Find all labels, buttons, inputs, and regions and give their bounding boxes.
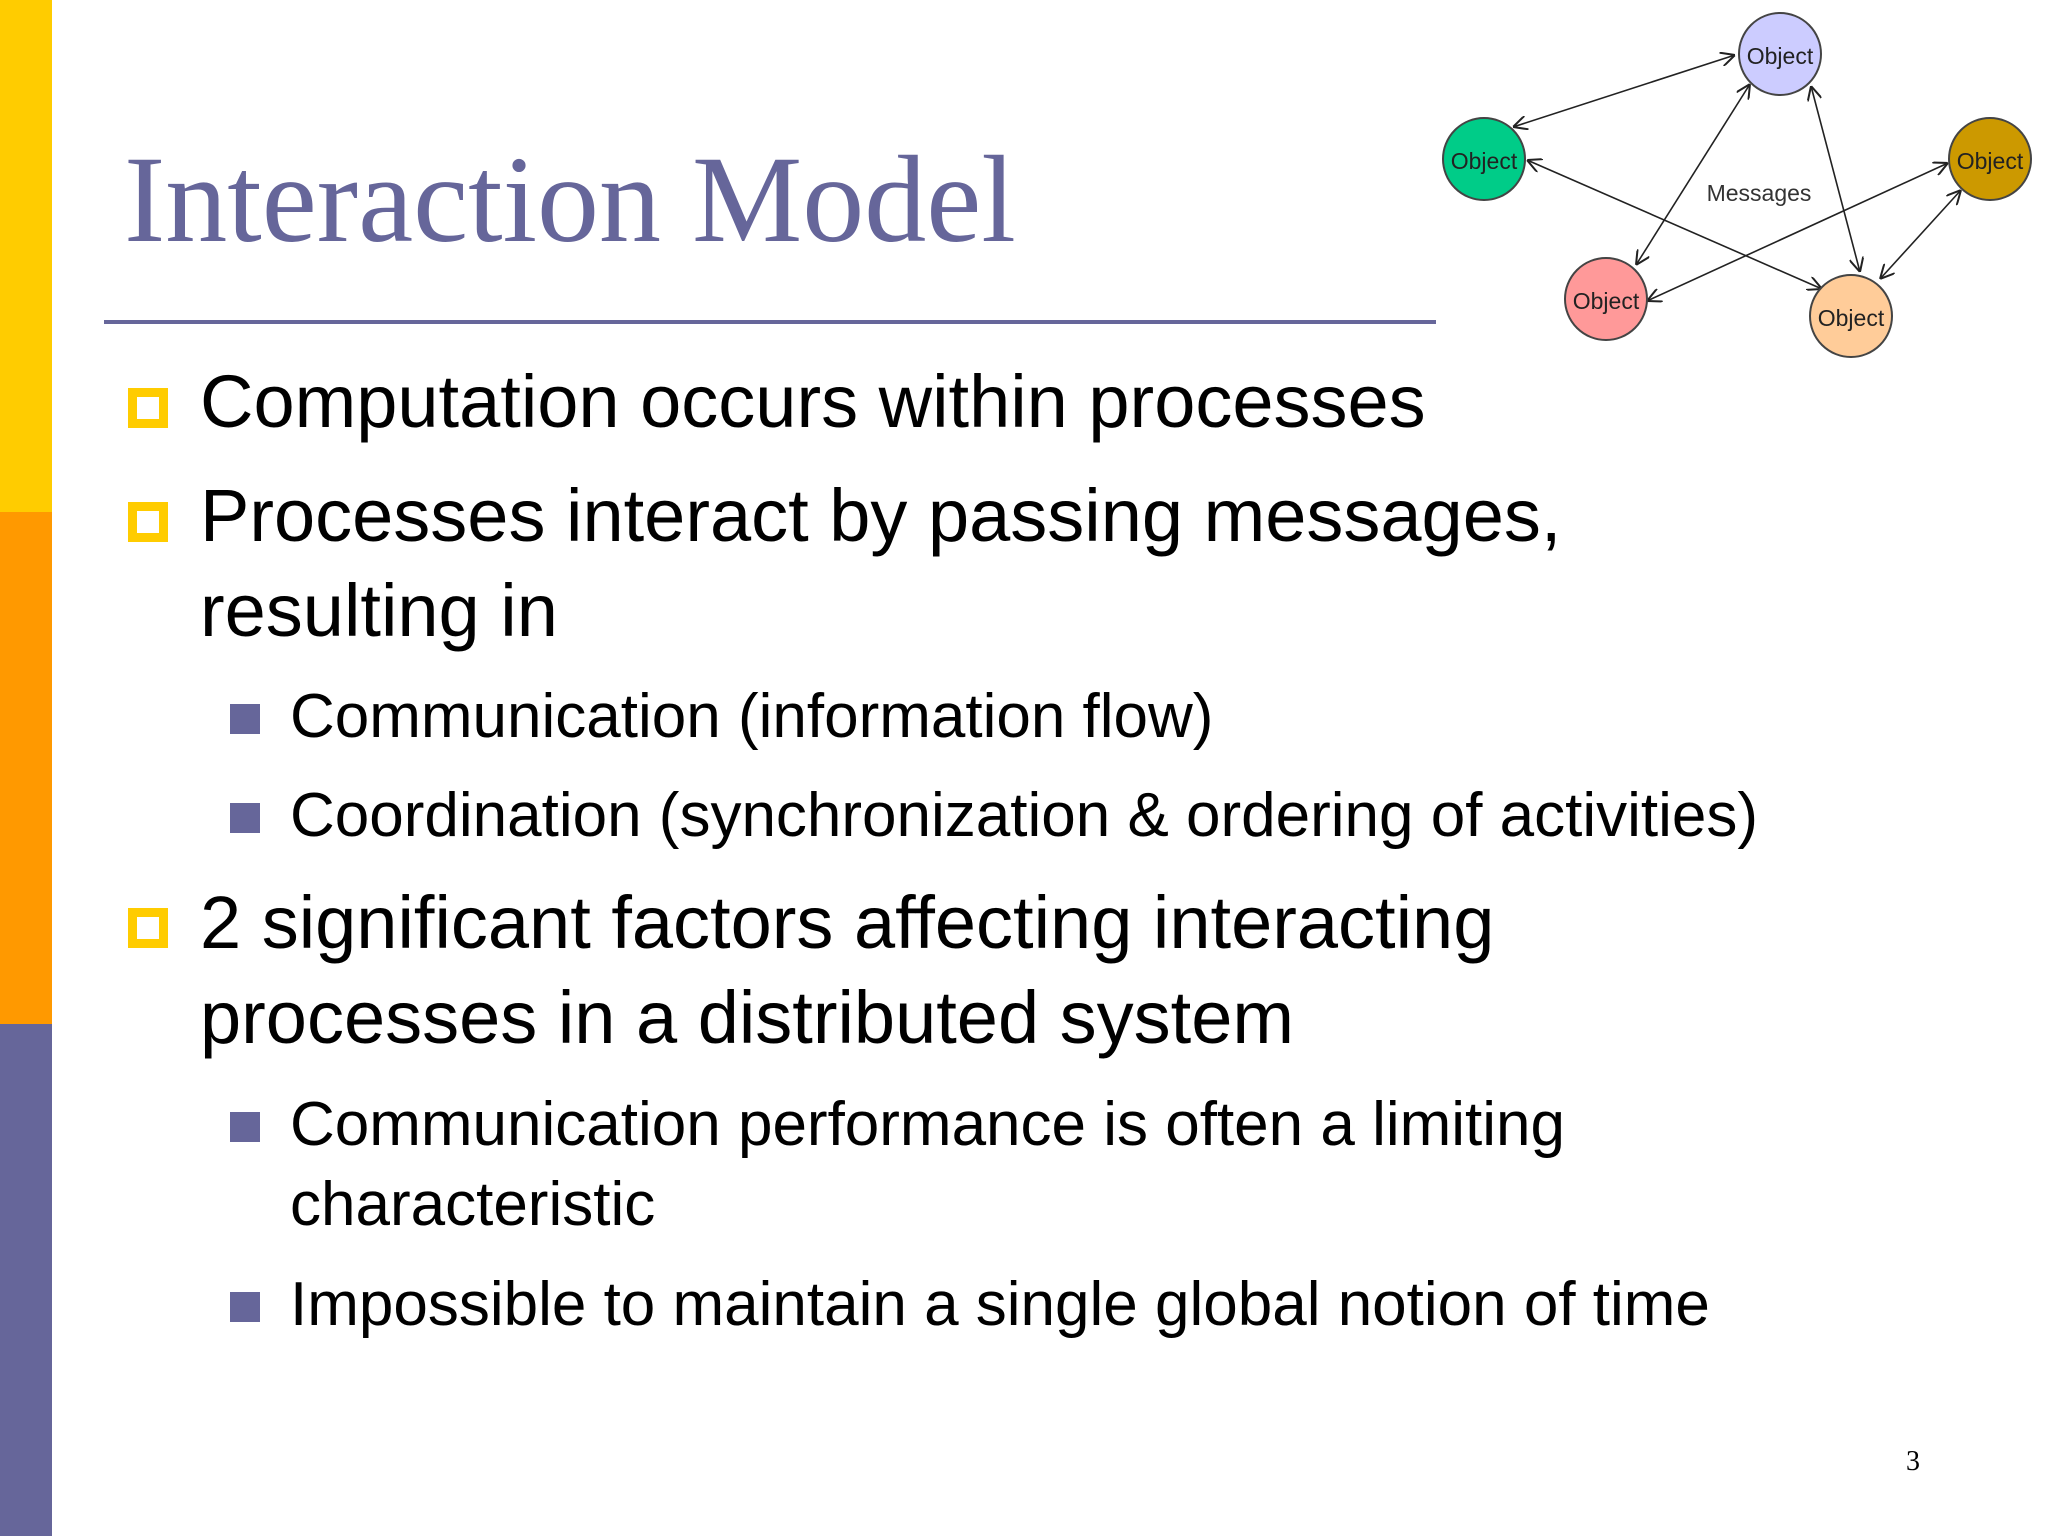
object-node-left: Object bbox=[1442, 117, 1526, 201]
sidebar-purple-segment bbox=[0, 1024, 52, 1536]
sub-bullet-text: Communication performance is often a lim… bbox=[290, 1090, 1565, 1159]
object-node-label: Object bbox=[1818, 305, 1885, 331]
object-node-label: Object bbox=[1747, 43, 1814, 69]
object-node-right: Object bbox=[1948, 117, 2032, 201]
sub-bullet-text: Communication (information flow) bbox=[290, 682, 1214, 751]
object-node-label: Object bbox=[1451, 148, 1518, 174]
sidebar-orange-segment bbox=[0, 512, 52, 1024]
object-node-label: Object bbox=[1957, 148, 2024, 174]
sidebar-yellow-segment bbox=[0, 0, 52, 512]
arrow-left-top bbox=[1513, 55, 1735, 127]
arrow-bottomleft-top bbox=[1636, 84, 1750, 265]
bullet-text-continuation: resulting in bbox=[200, 569, 558, 652]
object-node-label: Object bbox=[1573, 288, 1640, 314]
object-node-bottom-right: Object bbox=[1809, 274, 1893, 358]
page-number: 3 bbox=[1906, 1446, 1920, 1477]
messages-label: Messages bbox=[1707, 180, 1812, 206]
arrow-bottomleft-right bbox=[1647, 163, 1948, 301]
bullet-text: 2 significant factors affecting interact… bbox=[200, 881, 1495, 964]
arrow-top-bottomright bbox=[1811, 86, 1860, 272]
slide-title: Interaction Model bbox=[124, 131, 1016, 268]
bullet-text: Processes interact by passing messages, bbox=[200, 474, 1562, 557]
bullet-marker-hollow-square bbox=[128, 502, 168, 542]
message-arrows bbox=[1513, 55, 1961, 301]
accent-sidebar bbox=[0, 0, 52, 1536]
arrow-right-bottomright bbox=[1880, 190, 1961, 279]
title-underline bbox=[104, 320, 1436, 324]
sub-bullet-text: Impossible to maintain a single global n… bbox=[290, 1270, 1710, 1339]
sub-bullet-text: Coordination (synchronization & ordering… bbox=[290, 781, 1759, 850]
sub-bullet-marker-square bbox=[230, 1112, 260, 1142]
sub-bullet-text-continuation: characteristic bbox=[290, 1170, 656, 1239]
sub-bullet-marker-square bbox=[230, 1292, 260, 1322]
object-node-top: Object bbox=[1738, 12, 1822, 96]
sub-bullet-marker-square bbox=[230, 704, 260, 734]
bullet-marker-hollow-square bbox=[128, 908, 168, 948]
bullet-marker-hollow-square bbox=[128, 388, 168, 428]
sub-bullet-marker-square bbox=[230, 803, 260, 833]
object-messages-diagram: Object Object Object Object Object Messa… bbox=[1442, 12, 2032, 358]
bullet-text-continuation: processes in a distributed system bbox=[200, 976, 1295, 1059]
object-node-bottom-left: Object bbox=[1564, 257, 1648, 341]
bullet-text: Computation occurs within processes bbox=[200, 360, 1426, 443]
